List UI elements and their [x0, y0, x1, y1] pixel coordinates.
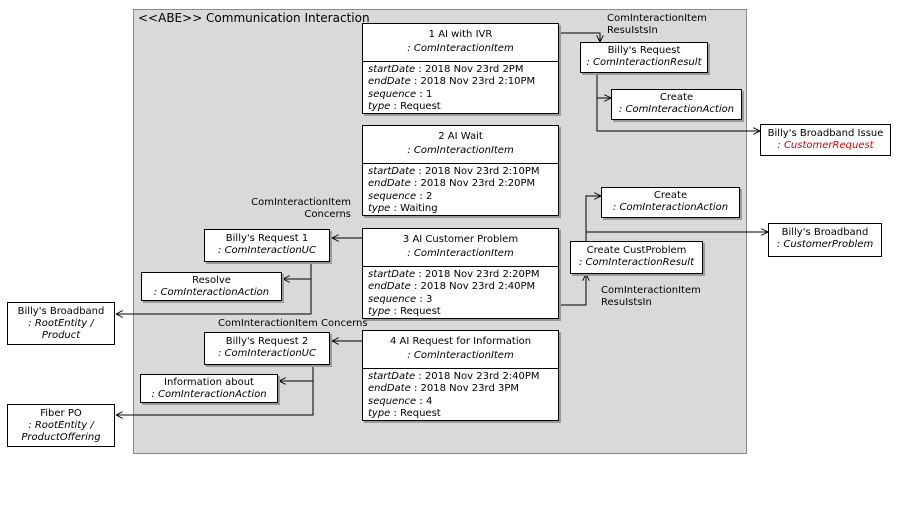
link-item3-custproblem — [559, 274, 586, 306]
link-billys-request-issue — [596, 98, 760, 131]
attr-sequence: sequence : 2 — [368, 190, 433, 202]
attr-type: type : Waiting — [368, 202, 438, 214]
attr-enddate: endDate : 2018 Nov 23rd 3PM — [368, 383, 520, 395]
link-request2-information — [279, 365, 314, 381]
attr-startdate: startDate : 2018 Nov 23rd 2PM — [368, 64, 524, 75]
interaction-item-3-header: 3 AI Customer Problem : ComInteractionIt… — [363, 229, 558, 267]
concerns-label-1: ComInteractionItem Concerns — [251, 197, 351, 220]
attr-enddate: endDate : 2018 Nov 23rd 2:10PM — [368, 76, 536, 88]
interaction-item-1-header: 1 AI with IVR : ComInteractionItem — [363, 24, 558, 62]
link-item1-billys-request — [559, 32, 600, 42]
interaction-item-1-title: 1 AI with IVR — [428, 29, 493, 40]
interaction-item-4-attributes: startDate : 2018 Nov 23rd 2:40PM endDate… — [363, 369, 558, 420]
attr-sequence: sequence : 1 — [368, 88, 433, 100]
attr-type: type : Request — [368, 305, 441, 317]
attr-sequence: sequence : 4 — [368, 395, 433, 407]
interaction-item-2-attributes: startDate : 2018 Nov 23rd 2:10PM endDate… — [363, 164, 558, 215]
link-request1-resolve — [283, 262, 312, 279]
interaction-item-3[interactable]: 3 AI Customer Problem : ComInteractionIt… — [362, 228, 559, 320]
fiber-po[interactable]: Fiber PO : RootEntity / ProductOffering — [7, 404, 115, 447]
attr-startdate: startDate : 2018 Nov 23rd 2:40PM — [368, 371, 540, 382]
create-custproblem-result[interactable]: Create CustProblem : ComInteractionResul… — [570, 241, 703, 274]
interaction-item-4-title: 4 AI Request for Information — [389, 336, 532, 347]
interaction-item-4-header: 4 AI Request for Information : ComIntera… — [363, 331, 558, 369]
attr-enddate: endDate : 2018 Nov 23rd 2:20PM — [368, 178, 536, 190]
results-label-top: ComInteractionItem ResuIstsIn — [607, 13, 707, 36]
attr-startdate: startDate : 2018 Nov 23rd 2:20PM — [368, 269, 540, 280]
interaction-item-3-attributes: startDate : 2018 Nov 23rd 2:20PM endDate… — [363, 267, 558, 318]
billys-request-1[interactable]: Billy's Request 1 : ComInteractionUC — [204, 229, 330, 262]
resolve-action[interactable]: Resolve : ComInteractionAction — [141, 272, 282, 301]
link-billys-request-create — [596, 73, 611, 98]
package-title: <<ABE>> Communication Interaction — [138, 11, 370, 25]
interaction-item-1-type: : ComInteractionItem — [407, 43, 514, 54]
link-request1-broadband-product — [116, 279, 312, 314]
interaction-item-1[interactable]: 1 AI with IVR : ComInteractionItem start… — [362, 23, 559, 115]
billys-request-result[interactable]: Billy's Request : ComInteractionResult — [580, 42, 708, 73]
billys-broadband-product[interactable]: Billy's Broadband : RootEntity / Product — [7, 302, 115, 345]
results-label-bottom: ComInteractionItem ResuIstsIn — [601, 285, 701, 308]
attr-startdate: startDate : 2018 Nov 23rd 2:10PM — [368, 166, 540, 177]
attr-type: type : Request — [368, 100, 441, 112]
interaction-item-2-title: 2 AI Wait — [438, 131, 483, 142]
create-action-mid[interactable]: Create : ComInteractionAction — [601, 187, 740, 218]
billys-broadband-issue[interactable]: Billy's Broadband Issue : CustomerReques… — [760, 124, 891, 156]
interaction-item-3-title: 3 AI Customer Problem — [402, 234, 519, 245]
attr-type: type : Request — [368, 407, 441, 419]
billys-request-2[interactable]: Billy's Request 2 : ComInteractionUC — [204, 332, 330, 365]
attr-sequence: sequence : 3 — [368, 293, 433, 305]
link-request2-fiber-po — [116, 381, 314, 415]
attr-enddate: endDate : 2018 Nov 23rd 2:40PM — [368, 281, 536, 293]
concerns-label-2: ComInteractionItem Concerns — [218, 318, 368, 329]
interaction-item-2[interactable]: 2 AI Wait : ComInteractionItem startDate… — [362, 125, 559, 217]
interaction-item-3-type: : ComInteractionItem — [407, 248, 514, 259]
create-action-top[interactable]: Create : ComInteractionAction — [611, 89, 742, 120]
interaction-item-1-attributes: startDate : 2018 Nov 23rd 2PM endDate : … — [363, 62, 558, 113]
billys-broadband-problem[interactable]: Billy's Broadband : CustomerProblem — [768, 223, 882, 257]
interaction-item-2-header: 2 AI Wait : ComInteractionItem — [363, 126, 558, 164]
interaction-item-2-type: : ComInteractionItem — [407, 145, 514, 156]
interaction-item-4-type: : ComInteractionItem — [407, 350, 514, 361]
link-custproblem-create — [585, 196, 601, 242]
information-about-action[interactable]: Information about : ComInteractionAction — [140, 374, 278, 403]
interaction-item-4[interactable]: 4 AI Request for Information : ComIntera… — [362, 330, 559, 422]
